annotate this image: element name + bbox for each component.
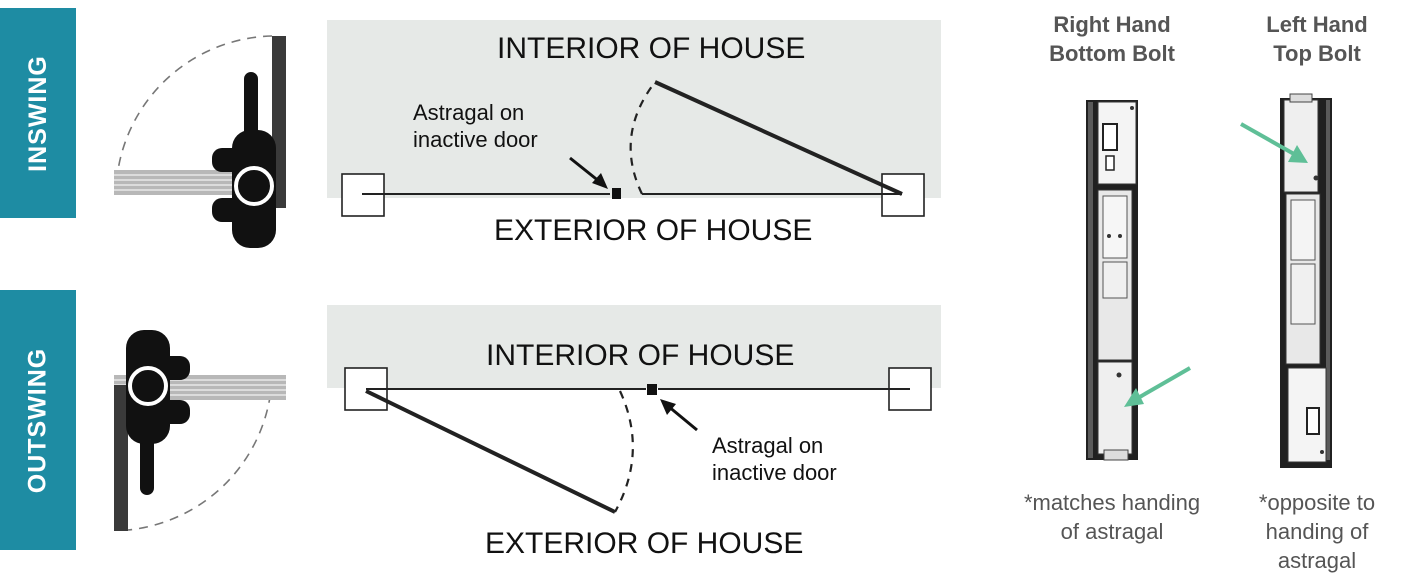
inswing-handle-icon: [114, 35, 286, 248]
left-hand-title-line1: Left Hand: [1266, 12, 1368, 37]
right-hand-bolt-image: [1086, 100, 1138, 461]
inswing-callout-line2: inactive door: [413, 127, 538, 152]
right-hand-note-line1: *matches handing: [1023, 490, 1201, 515]
inswing-astragal-callout: Astragal on inactive door: [413, 99, 538, 153]
inswing-exterior-label: EXTERIOR OF HOUSE: [494, 214, 813, 247]
outswing-interior-label: INTERIOR OF HOUSE: [486, 339, 795, 372]
outswing-astragal-callout: Astragal on inactive door: [712, 432, 837, 486]
outswing-plan: [344, 367, 932, 514]
right-hand-title-line2: Bottom Bolt: [1049, 41, 1175, 66]
outswing-tag: OUTSWING: [0, 290, 76, 550]
outswing-exterior-label: EXTERIOR OF HOUSE: [485, 527, 804, 560]
right-hand-note-line2: of astragal: [1060, 519, 1164, 544]
left-hand-bolt-note: *opposite to handing of astragal: [1222, 488, 1407, 575]
green-arrow-bottom-bolt: [1124, 366, 1191, 407]
right-hand-title-line1: Right Hand: [1053, 12, 1171, 37]
right-hand-bolt-note: *matches handing of astragal: [1017, 488, 1207, 546]
left-hand-note-line1: *opposite to: [1258, 490, 1376, 515]
outswing-handle-icon: [114, 330, 286, 531]
outswing-callout-line1: Astragal on: [712, 433, 824, 458]
inswing-plan: [341, 80, 925, 217]
left-hand-note-line2: handing of: [1265, 519, 1369, 544]
left-hand-bolt-title: Left Hand Top Bolt: [1232, 10, 1402, 68]
inswing-interior-zone: [327, 20, 941, 198]
left-hand-title-line2: Top Bolt: [1273, 41, 1361, 66]
inswing-callout-line1: Astragal on: [413, 100, 525, 125]
outswing-callout-line2: inactive door: [712, 460, 837, 485]
inswing-interior-label: INTERIOR OF HOUSE: [497, 32, 806, 65]
left-hand-bolt-image: [1280, 93, 1332, 468]
green-arrow-top-bolt: [1240, 122, 1308, 163]
right-hand-bolt-title: Right Hand Bottom Bolt: [1027, 10, 1197, 68]
inswing-tag: INSWING: [0, 8, 76, 218]
left-hand-note-line3: astragal: [1277, 548, 1357, 573]
outswing-interior-zone: [327, 305, 941, 388]
